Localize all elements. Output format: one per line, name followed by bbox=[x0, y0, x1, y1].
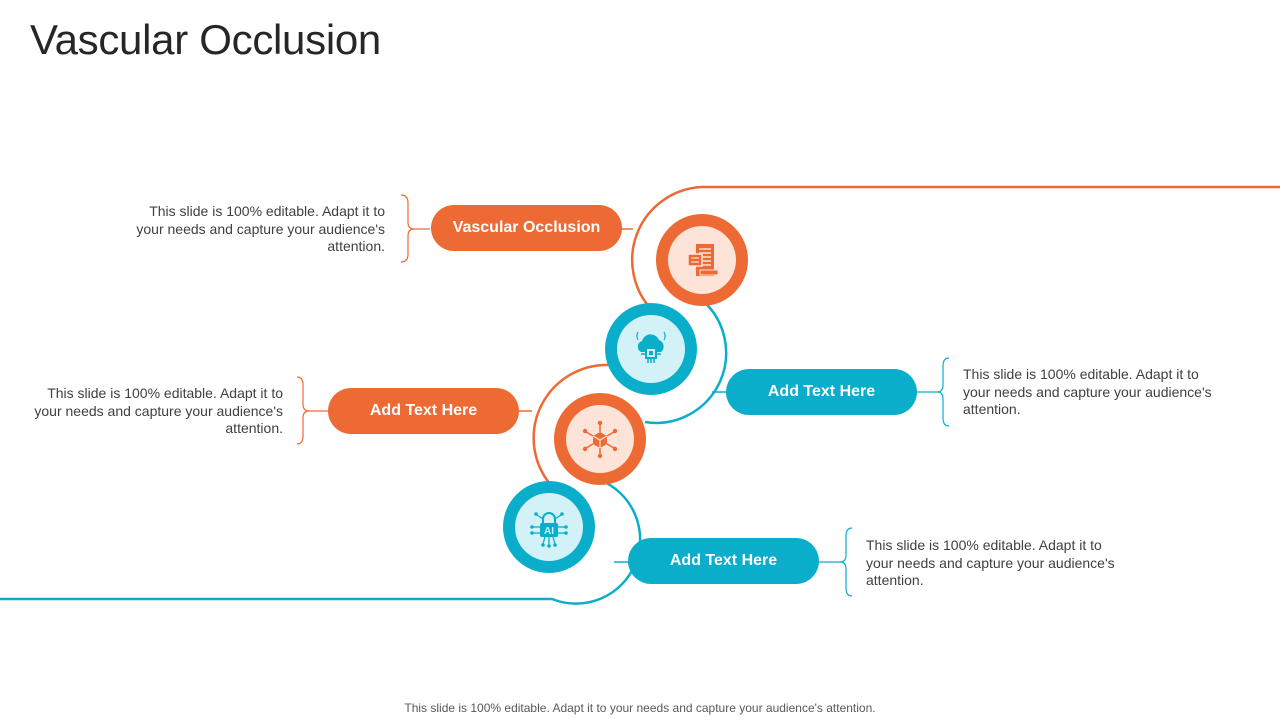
step-1-description: This slide is 100% editable. Adapt it to… bbox=[136, 203, 385, 254]
brace-2 bbox=[916, 357, 950, 427]
step-3-label[interactable]: Add Text Here bbox=[328, 388, 519, 434]
step-2-circle bbox=[605, 303, 697, 395]
cube-network-icon bbox=[582, 420, 618, 459]
brace-3 bbox=[296, 376, 328, 445]
brace-4 bbox=[818, 527, 853, 597]
svg-text:AI: AI bbox=[544, 526, 554, 537]
page-title: Vascular Occlusion bbox=[30, 16, 381, 63]
cloud-chip-icon bbox=[636, 331, 666, 363]
step-1-circle bbox=[656, 214, 748, 306]
step-3-description: This slide is 100% editable. Adapt it to… bbox=[34, 385, 283, 436]
step-3-circle bbox=[554, 393, 646, 485]
server-document-icon bbox=[687, 244, 719, 276]
step-2-label[interactable]: Add Text Here bbox=[726, 369, 917, 415]
step-4-circle: AI bbox=[503, 481, 595, 573]
orange-top-line bbox=[630, 185, 1280, 312]
step-4-description: This slide is 100% editable. Adapt it to… bbox=[866, 537, 1115, 588]
step-4-label[interactable]: Add Text Here bbox=[628, 538, 819, 584]
step-2-description: This slide is 100% editable. Adapt it to… bbox=[963, 366, 1212, 417]
teal-arc-upper bbox=[644, 299, 728, 425]
footer-note: This slide is 100% editable. Adapt it to… bbox=[404, 701, 876, 715]
orange-arc-lower bbox=[532, 363, 609, 485]
brace-1 bbox=[400, 194, 430, 263]
ai-chip-icon: AI bbox=[530, 512, 568, 548]
step-1-label[interactable]: Vascular Occlusion bbox=[431, 205, 622, 251]
